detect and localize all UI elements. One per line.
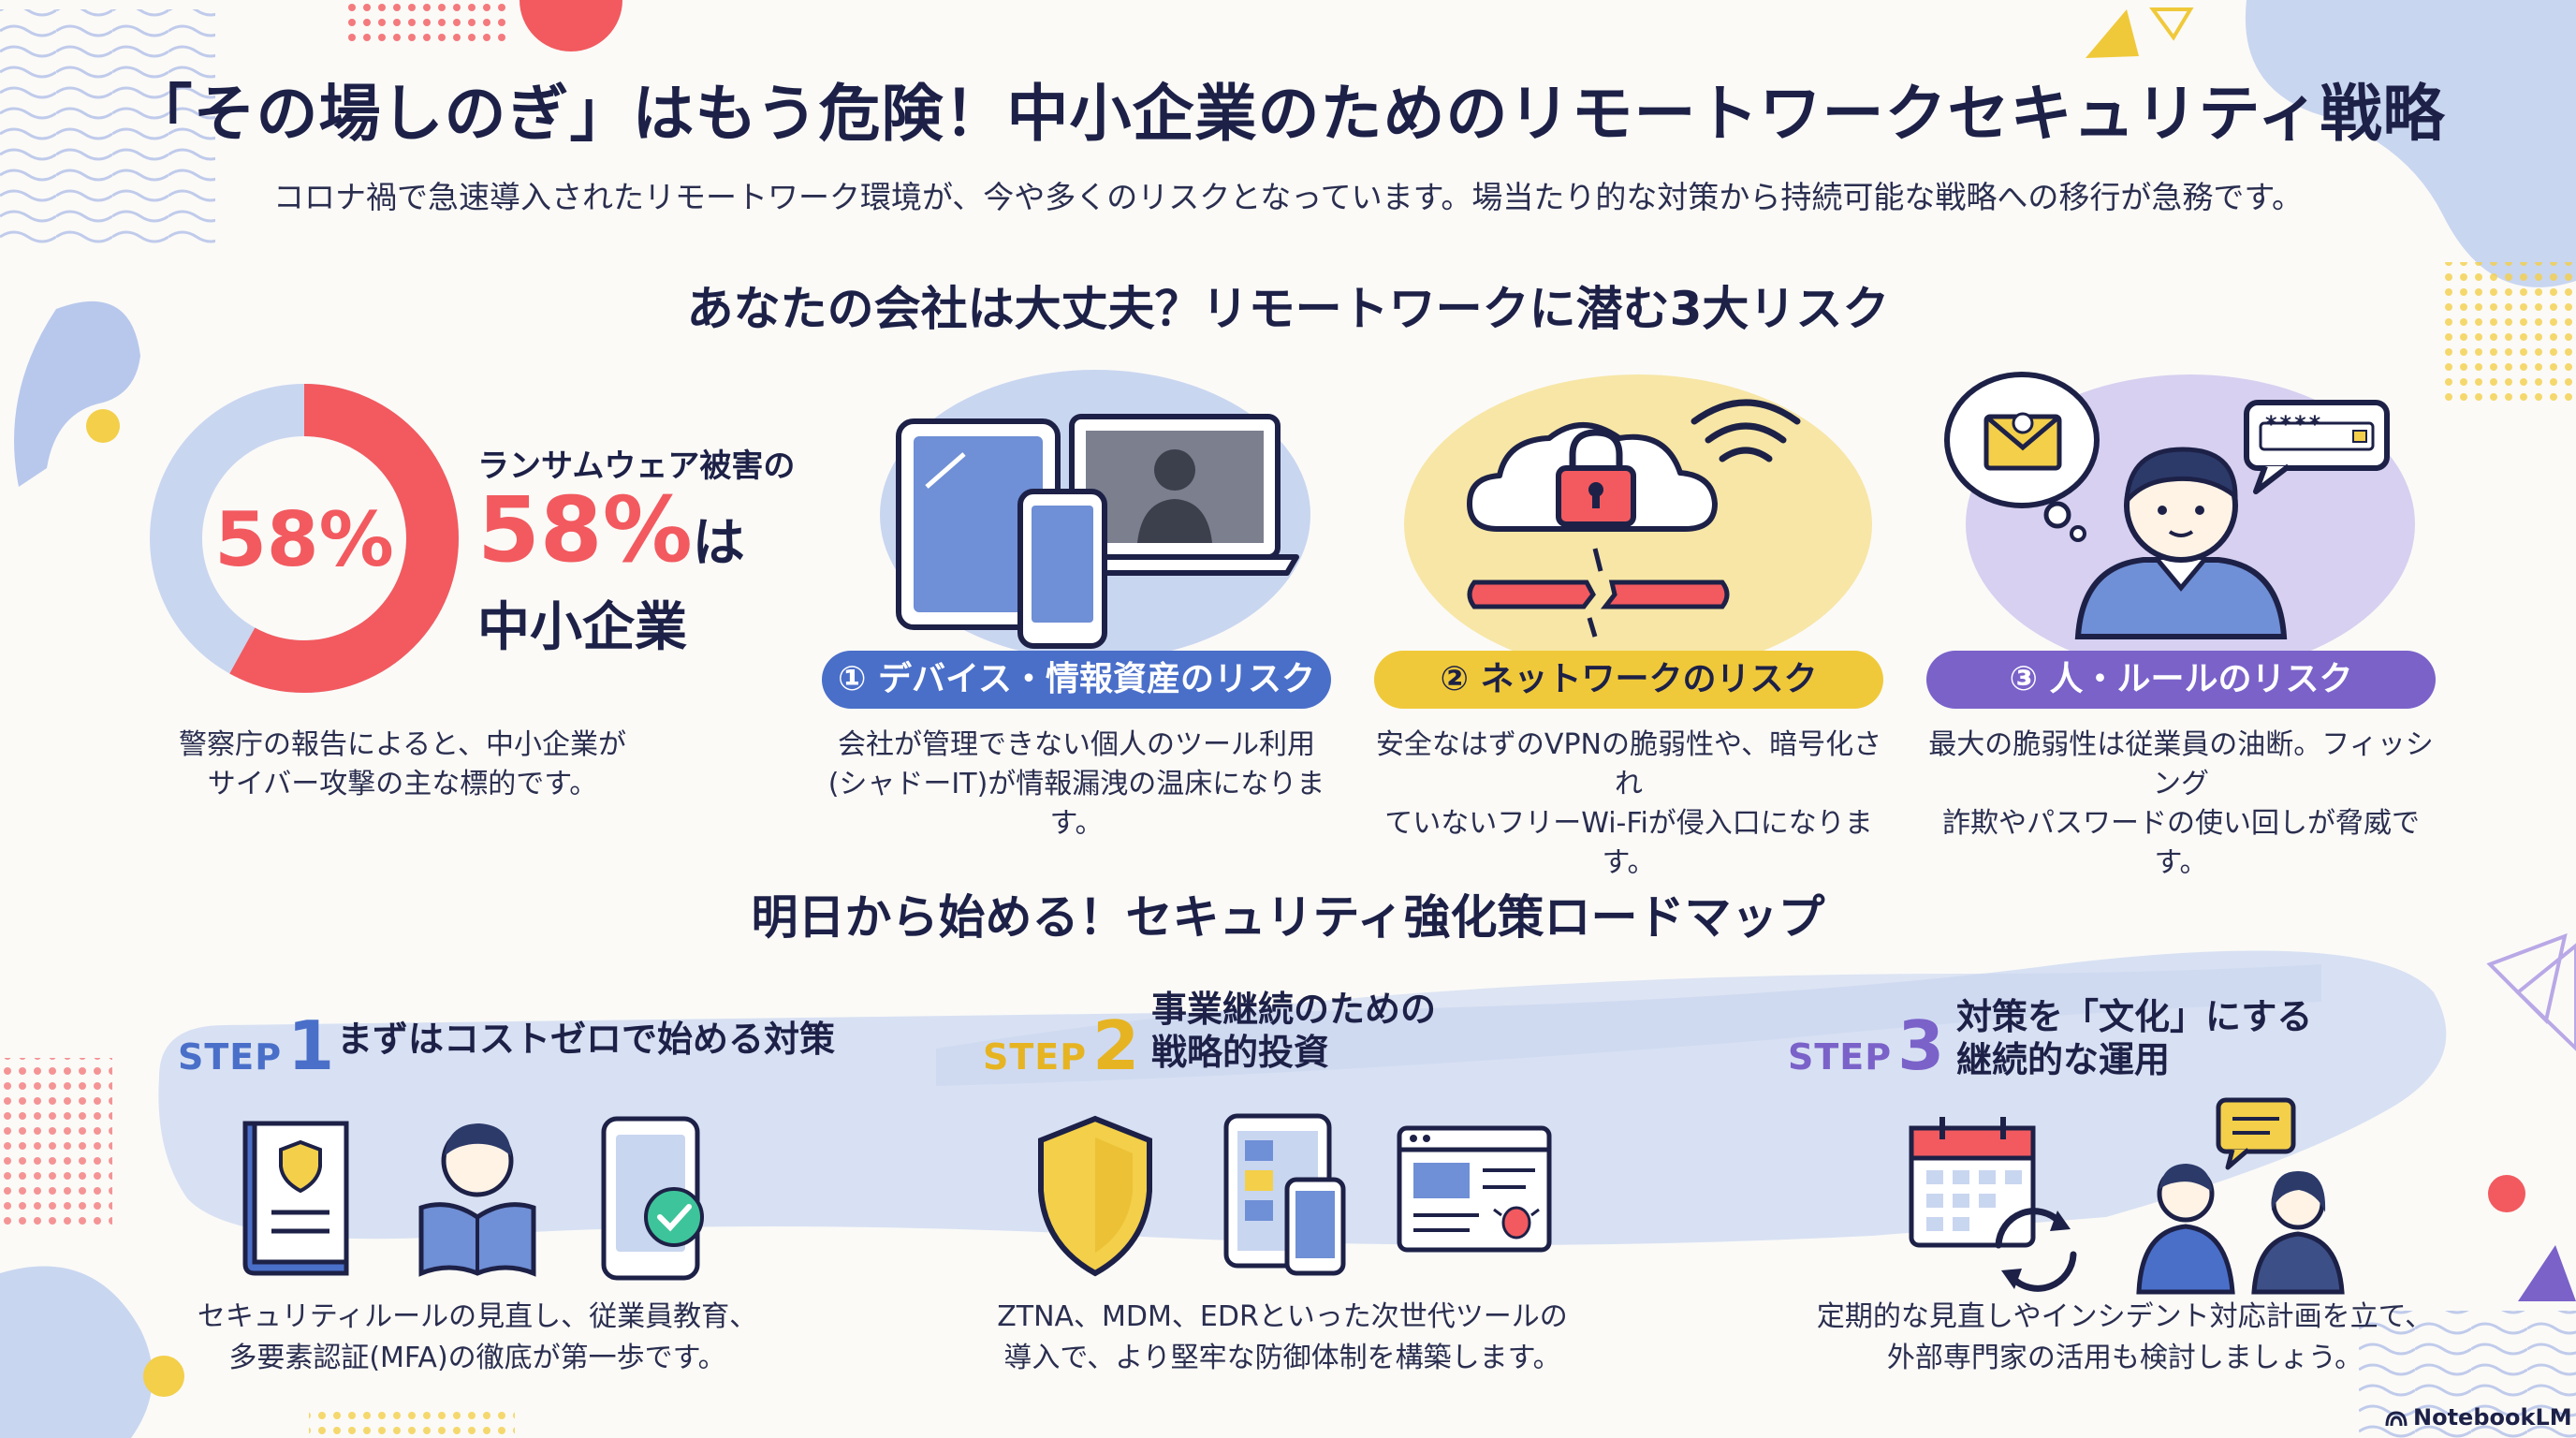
step-1-desc-line1: セキュリティルールの見直し、従業員教育、 [197, 1300, 758, 1333]
risk-desc-devices-line2: (シャドーIT)が情報漏洩の温床になります。 [827, 768, 1325, 840]
password-bubble [2244, 400, 2390, 494]
step-1-title: まずはコストゼロで始める対策 [337, 1018, 861, 1061]
step-3-desc-line1: 定期的な見直しやインシデント対応計画を立て、 [1816, 1300, 2434, 1333]
step-1-desc: セキュリティルールの見直し、従業員教育、 多要素認証(MFA)の徹底が第一歩です… [168, 1297, 786, 1379]
risk-desc-devices: 会社が管理できない個人のツール利用 (シャドーIT)が情報漏洩の温床になります。 [814, 726, 1339, 844]
reading-person-icon [418, 1123, 536, 1277]
shield-icon [1038, 1115, 1152, 1277]
stat-desc-line1: 警察庁の報告によると、中小企業が [179, 728, 626, 761]
step-3-header: STEP3 [1788, 1006, 1944, 1085]
network-illustration [1404, 374, 1872, 674]
risk-desc-network-line2: ていないフリーWi-Fiが侵入口になります。 [1384, 807, 1873, 879]
stat-big-value-row: 58%は [477, 477, 745, 582]
email-thought-bubble [1944, 372, 2100, 542]
step-3-title-line2: 継続的な運用 [1956, 1039, 2171, 1080]
brand-name: NotebookLM [2413, 1404, 2572, 1431]
risk-desc-network: 安全なはずのVPNの脆弱性や、暗号化され ていないフリーWi-Fiが侵入口になり… [1367, 726, 1891, 883]
risk-desc-network-line1: 安全なはずのVPNの脆弱性や、暗号化され [1375, 728, 1882, 800]
risk-card-people: **** ③ 人・ルールのリスク 最大の脆弱性は従業員の油断。フィッシング 詐欺… [1919, 365, 2443, 879]
phone-icon [1017, 489, 1107, 649]
stat-description: 警察庁の報告によると、中小企業が サイバー攻撃の主な標的です。 [140, 726, 665, 804]
step-3-title: 対策を「文化」にする 継続的な運用 [1956, 995, 2406, 1081]
risk-desc-devices-line1: 会社が管理できない個人のツール利用 [838, 728, 1315, 761]
broken-connection-icon [1467, 548, 1730, 638]
password-mask-text: **** [2265, 411, 2324, 437]
step-3-title-line1: 対策を「文化」にする [1956, 996, 2313, 1037]
stat-big-value: 58% [477, 477, 693, 582]
stat-line3: 中小企業 [477, 597, 687, 658]
stat-line1: ランサムウェア被害の [477, 448, 796, 485]
stat-panel: 58% ランサムウェア被害の 58%は 中小企業 [140, 374, 814, 805]
risk-label-people: ③ 人・ルールのリスク [1926, 651, 2436, 709]
risk-desc-people: 最大の脆弱性は従業員の油断。フィッシング 詐欺やパスワードの使い回しが脅威です。 [1919, 726, 2443, 883]
step-2-title-line1: 事業継続のための [1151, 989, 1437, 1030]
step-1-number: 1 [287, 1006, 335, 1085]
refresh-cycle-icon [1995, 1208, 2077, 1292]
stat-big-suffix: は [692, 513, 745, 574]
step-3-label: STEP [1788, 1036, 1893, 1078]
step-3-icons [1909, 1097, 2345, 1295]
step-2-label: STEP [983, 1036, 1088, 1078]
step-2-header: STEP2 [983, 1006, 1139, 1085]
step-2-title-line2: 戦略的投資 [1151, 1032, 1330, 1073]
phone-check-icon [601, 1116, 704, 1281]
page-title: 「その場しのぎ」はもう危険！中小企業のためのリモートワークセキュリティ戦略 [130, 78, 2446, 150]
step-2-desc: ZTNA、MDM、EDRといった次世代ツールの 導入で、より堅牢な防御体制を構築… [983, 1297, 1582, 1379]
step-2-card: STEP2 事業継続のための 戦略的投資 [983, 988, 1694, 1400]
stat-desc-line2: サイバー攻撃の主な標的です。 [207, 768, 598, 800]
risks-section-title: あなたの会社は大丈夫？リモートワークに潜む3大リスク [686, 282, 1890, 336]
risk-card-devices: ① デバイス・情報資産のリスク 会社が管理できない個人のツール利用 (シャドーI… [814, 365, 1339, 840]
consultation-people-icon [2136, 1097, 2345, 1295]
step-3-desc: 定期的な見直しやインシデント対応計画を立て、 外部専門家の活用も検討しましょう。 [1788, 1297, 2462, 1379]
step-3-desc-line2: 外部専門家の活用も検討しましょう。 [1886, 1342, 2364, 1374]
step-2-icons [1038, 1113, 1552, 1277]
donut-value: 58% [214, 496, 394, 583]
step-2-desc-line2: 導入で、より堅牢な防御体制を構築します。 [1003, 1342, 1561, 1374]
step-2-title: 事業継続のための 戦略的投資 [1151, 988, 1638, 1074]
step-1-icons [242, 1116, 704, 1281]
calendar-icon [1909, 1117, 2036, 1248]
roadmap-section-title: 明日から始める！セキュリティ強化策ロードマップ [751, 890, 1825, 945]
people-illustration [1944, 372, 2415, 674]
risk-label-network: ② ネットワークのリスク [1374, 651, 1883, 709]
laptop-icon [1050, 414, 1299, 576]
risk-desc-people-line2: 詐欺やパスワードの使い回しが脅威です。 [1942, 807, 2420, 879]
step-1-desc-line2: 多要素認証(MFA)の徹底が第一歩です。 [228, 1342, 726, 1374]
lock-icon [1556, 429, 1636, 527]
step-1-title-line1: まずはコストゼロで始める対策 [337, 1019, 836, 1060]
managed-devices-icon [1223, 1113, 1346, 1276]
step-3-card: STEP3 対策を「文化」にする 継続的な運用 [1788, 988, 2462, 1400]
notebooklm-logo-icon [2385, 1411, 2408, 1427]
browser-bug-icon [1397, 1125, 1552, 1253]
page-subtitle: コロナ禍で急速導入されたリモートワーク環境が、今や多くのリスクとなっています。場… [272, 179, 2304, 215]
brand-badge: NotebookLM [2385, 1404, 2572, 1431]
person-icon [2074, 447, 2288, 639]
rulebook-icon [242, 1121, 349, 1276]
donut-arc [150, 384, 459, 693]
step-2-desc-line1: ZTNA、MDM、EDRといった次世代ツールの [997, 1300, 1568, 1333]
step-1-label: STEP [178, 1036, 283, 1078]
risk-label-devices: ① デバイス・情報資産のリスク [822, 651, 1331, 709]
wifi-icon [1690, 399, 1801, 462]
donut-chart [150, 384, 459, 693]
devices-illustration [880, 370, 1310, 660]
step-2-number: 2 [1092, 1006, 1140, 1085]
step-3-number: 3 [1897, 1006, 1945, 1085]
step-1-card: STEP1 まずはコストゼロで始める対策 セキュリティルールの見直し、従業員 [168, 988, 880, 1400]
step-1-header: STEP1 [178, 1006, 334, 1085]
risk-desc-people-line1: 最大の脆弱性は従業員の油断。フィッシング [1928, 728, 2434, 800]
risk-card-network: ② ネットワークのリスク 安全なはずのVPNの脆弱性や、暗号化され ていないフリ… [1367, 365, 1891, 879]
